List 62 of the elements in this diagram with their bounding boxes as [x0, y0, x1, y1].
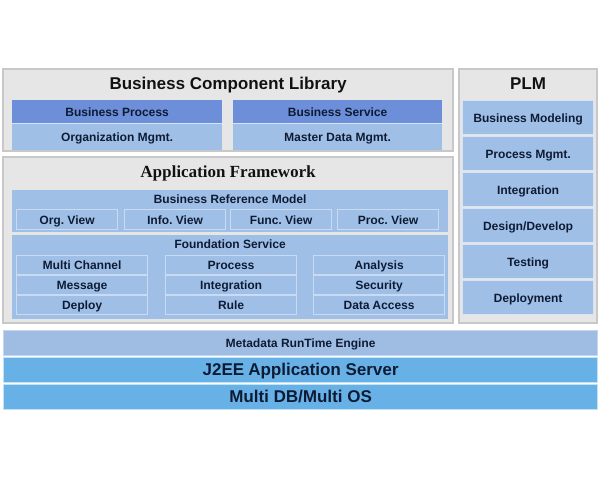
module-box [337, 209, 439, 230]
box-label: Organization Mgmt. [60, 130, 174, 144]
module-box [16, 295, 148, 315]
box-label: Security [354, 278, 404, 292]
section-heading: Business Component Library [108, 74, 348, 94]
box-label: Master Data Mgmt. [283, 130, 392, 144]
layer-panel [458, 68, 598, 324]
phase-box [462, 244, 594, 279]
box-label: Data Access [342, 298, 416, 312]
model-band [12, 235, 448, 319]
box-label: Message [56, 278, 108, 292]
box-label: Business Modeling [472, 110, 584, 124]
model-band [12, 190, 448, 232]
component-header [12, 100, 222, 124]
box-label: Multi DB/Multi OS [228, 387, 373, 407]
box-label: Info. View [146, 212, 204, 226]
box-label: Multi Channel [42, 258, 122, 272]
box-label: Integration [199, 278, 263, 292]
box-label: Design/Develop [482, 218, 574, 232]
module-box [313, 275, 445, 295]
module-box [165, 295, 297, 315]
module-box [313, 255, 445, 275]
module-box [124, 209, 226, 230]
module-box [165, 275, 297, 295]
box-label: Deployment [492, 290, 564, 304]
box-label: Func. View [248, 212, 314, 226]
module-box [16, 255, 148, 275]
component-header [233, 100, 442, 124]
box-label: Proc. View [356, 212, 420, 226]
box-label: Business Process [64, 104, 170, 118]
component-box [12, 124, 222, 150]
layer-panel [2, 156, 454, 324]
module-box [16, 209, 118, 230]
box-label: Deploy [60, 298, 103, 312]
phase-box [462, 208, 594, 243]
box-label: Rule [216, 298, 245, 312]
section-heading: Foundation Service [173, 237, 287, 251]
box-label: Testing [506, 254, 550, 268]
phase-box [462, 100, 594, 135]
box-label: Org. View [38, 212, 96, 226]
module-box [16, 275, 148, 295]
section-heading: Application Framework [139, 162, 317, 182]
module-box [165, 255, 297, 275]
layer-panel [2, 68, 454, 152]
section-heading: Business Reference Model [152, 192, 308, 206]
module-box [230, 209, 332, 230]
box-label: Process Mgmt. [484, 146, 572, 160]
platform-bar [3, 357, 598, 383]
box-label: Process [206, 258, 256, 272]
box-label: Metadata RunTime Engine [224, 336, 376, 350]
box-label: Analysis [353, 258, 405, 272]
phase-box [462, 280, 594, 315]
component-box [233, 124, 442, 150]
engine-bar [3, 330, 598, 356]
box-label: Integration [496, 182, 560, 196]
box-label: Business Service [286, 104, 388, 118]
module-box [313, 295, 445, 315]
box-label: J2EE Application Server [202, 360, 400, 380]
phase-box [462, 136, 594, 171]
platform-bar [3, 384, 598, 410]
phase-box [462, 172, 594, 207]
section-heading: PLM [509, 74, 547, 94]
